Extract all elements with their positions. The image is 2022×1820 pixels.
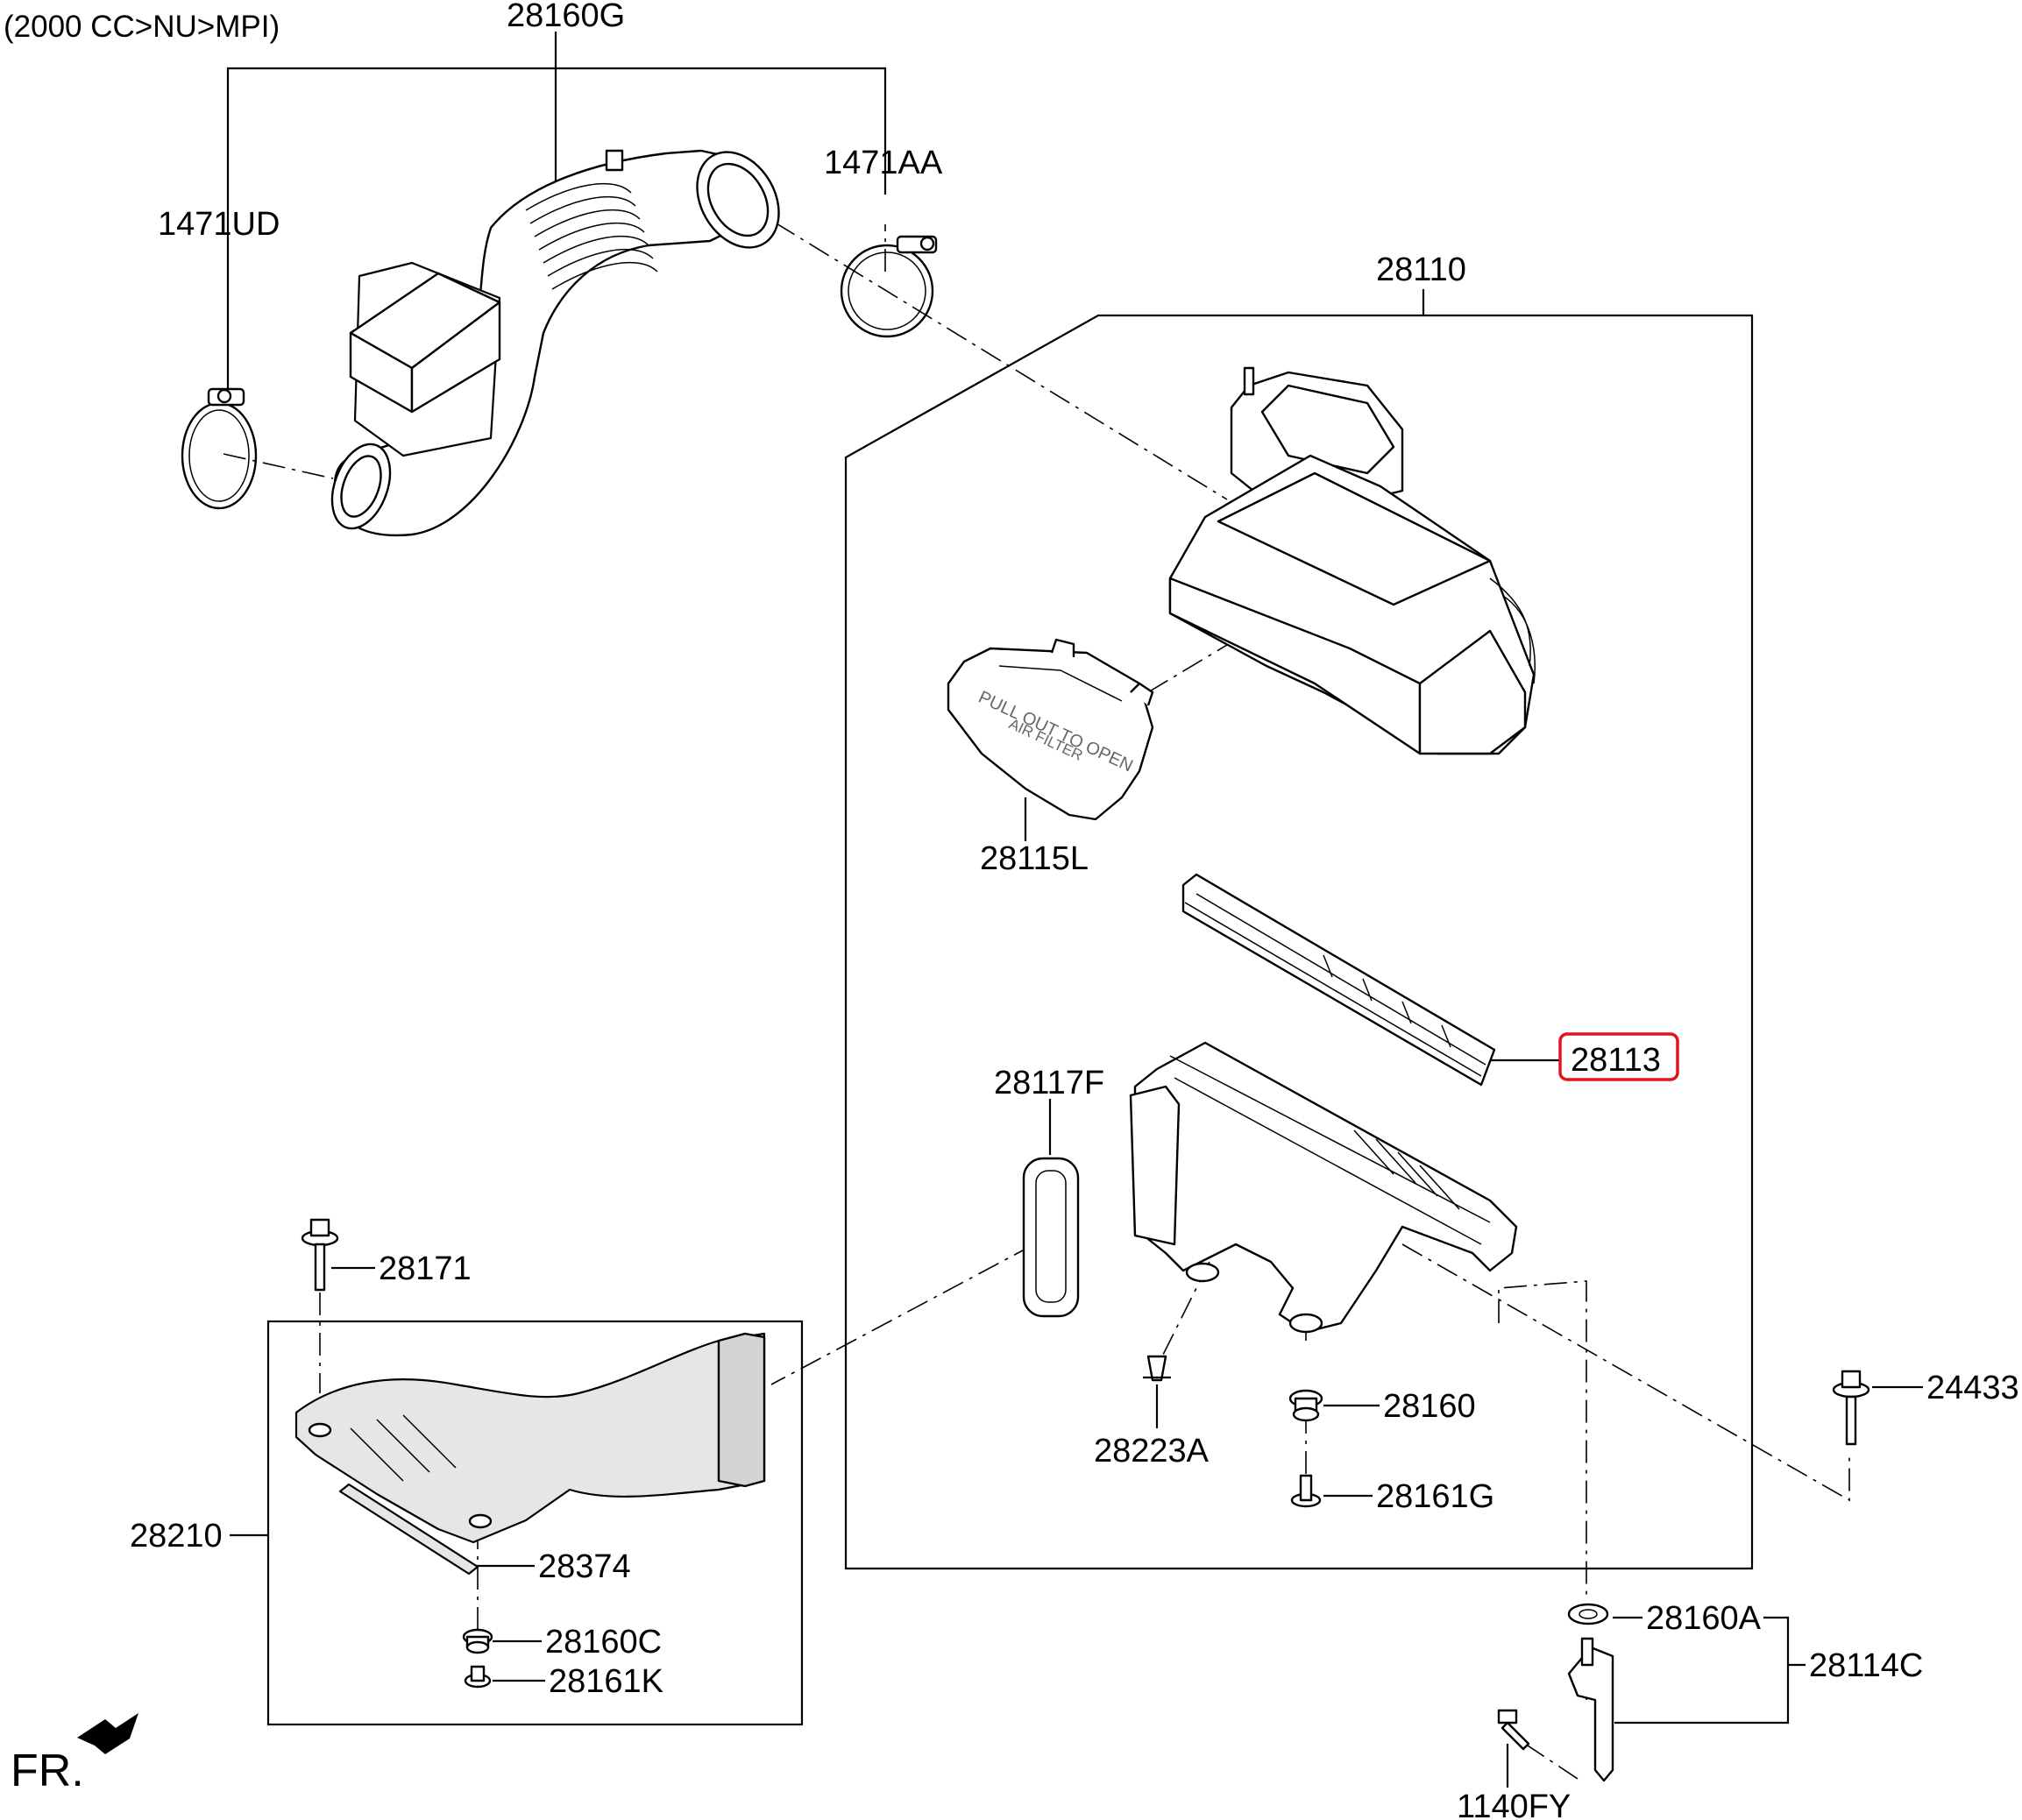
seal-28117F [1022, 1157, 1080, 1318]
label-28161G[interactable]: 28161G [1376, 1478, 1494, 1515]
grommet-28160 [1288, 1389, 1323, 1422]
label-28115L[interactable]: 28115L [980, 840, 1089, 877]
label-28210[interactable]: 28210 [130, 1518, 223, 1554]
front-direction-arrow: FR. [11, 1713, 138, 1796]
label-28160A[interactable]: 28160A [1646, 1600, 1762, 1637]
label-28374[interactable]: 28374 [538, 1548, 631, 1585]
label-28113-highlight [1558, 1032, 1679, 1081]
leader-lines [226, 32, 1923, 1788]
label-28110[interactable]: 28110 [1376, 251, 1466, 288]
bolt-24433 [1832, 1370, 1870, 1446]
label-28117F[interactable]: 28117F [994, 1065, 1104, 1101]
bolt-28171 [301, 1218, 339, 1292]
pin-28161G [1290, 1474, 1322, 1508]
air-filter-element-28113 [1181, 873, 1496, 1087]
label-28160C[interactable]: 28160C [545, 1624, 662, 1661]
intake-hose-28160G [330, 149, 780, 537]
label-28114C[interactable]: 28114C [1809, 1647, 1923, 1684]
air-cleaner-upper-housing [1168, 366, 1536, 755]
hose-clamp-1471AA [840, 235, 938, 338]
hose-clamp-1471UD [181, 387, 258, 510]
engine-note: (2000 CC>NU>MPI) [4, 10, 280, 44]
label-28113[interactable]: 28113 [1571, 1042, 1661, 1079]
label-28160[interactable]: 28160 [1383, 1388, 1476, 1425]
label-28160G[interactable]: 28160G [507, 0, 625, 34]
label-28223A[interactable]: 28223A [1094, 1433, 1210, 1469]
label-1471UD[interactable]: 1471UD [158, 206, 280, 243]
label-1140FY[interactable]: 1140FY [1457, 1788, 1571, 1820]
bolt-1140FY [1497, 1709, 1530, 1751]
label-1471AA[interactable]: 1471AA [824, 145, 943, 181]
fr-label: FR. [11, 1746, 84, 1796]
grommet-28160C [462, 1628, 493, 1654]
air-filter-cover-28115L: PULL OUT TO OPEN AIR FILTER [947, 638, 1154, 821]
air-cleaner-lower-housing [1129, 1041, 1518, 1334]
bracket-28114C [1567, 1603, 1614, 1782]
label-24433[interactable]: 24433 [1926, 1370, 2019, 1406]
label-28171[interactable]: 28171 [379, 1250, 472, 1287]
label-28161K[interactable]: 28161K [549, 1663, 663, 1700]
part-labels: 28160G 1471UD 1471AA 28110 28115L 28113 … [130, 0, 2019, 1820]
pin-28161K [464, 1665, 492, 1689]
air-duct-28210 [294, 1332, 766, 1544]
clip-28223A [1143, 1355, 1171, 1382]
pad-28374 [338, 1483, 479, 1576]
